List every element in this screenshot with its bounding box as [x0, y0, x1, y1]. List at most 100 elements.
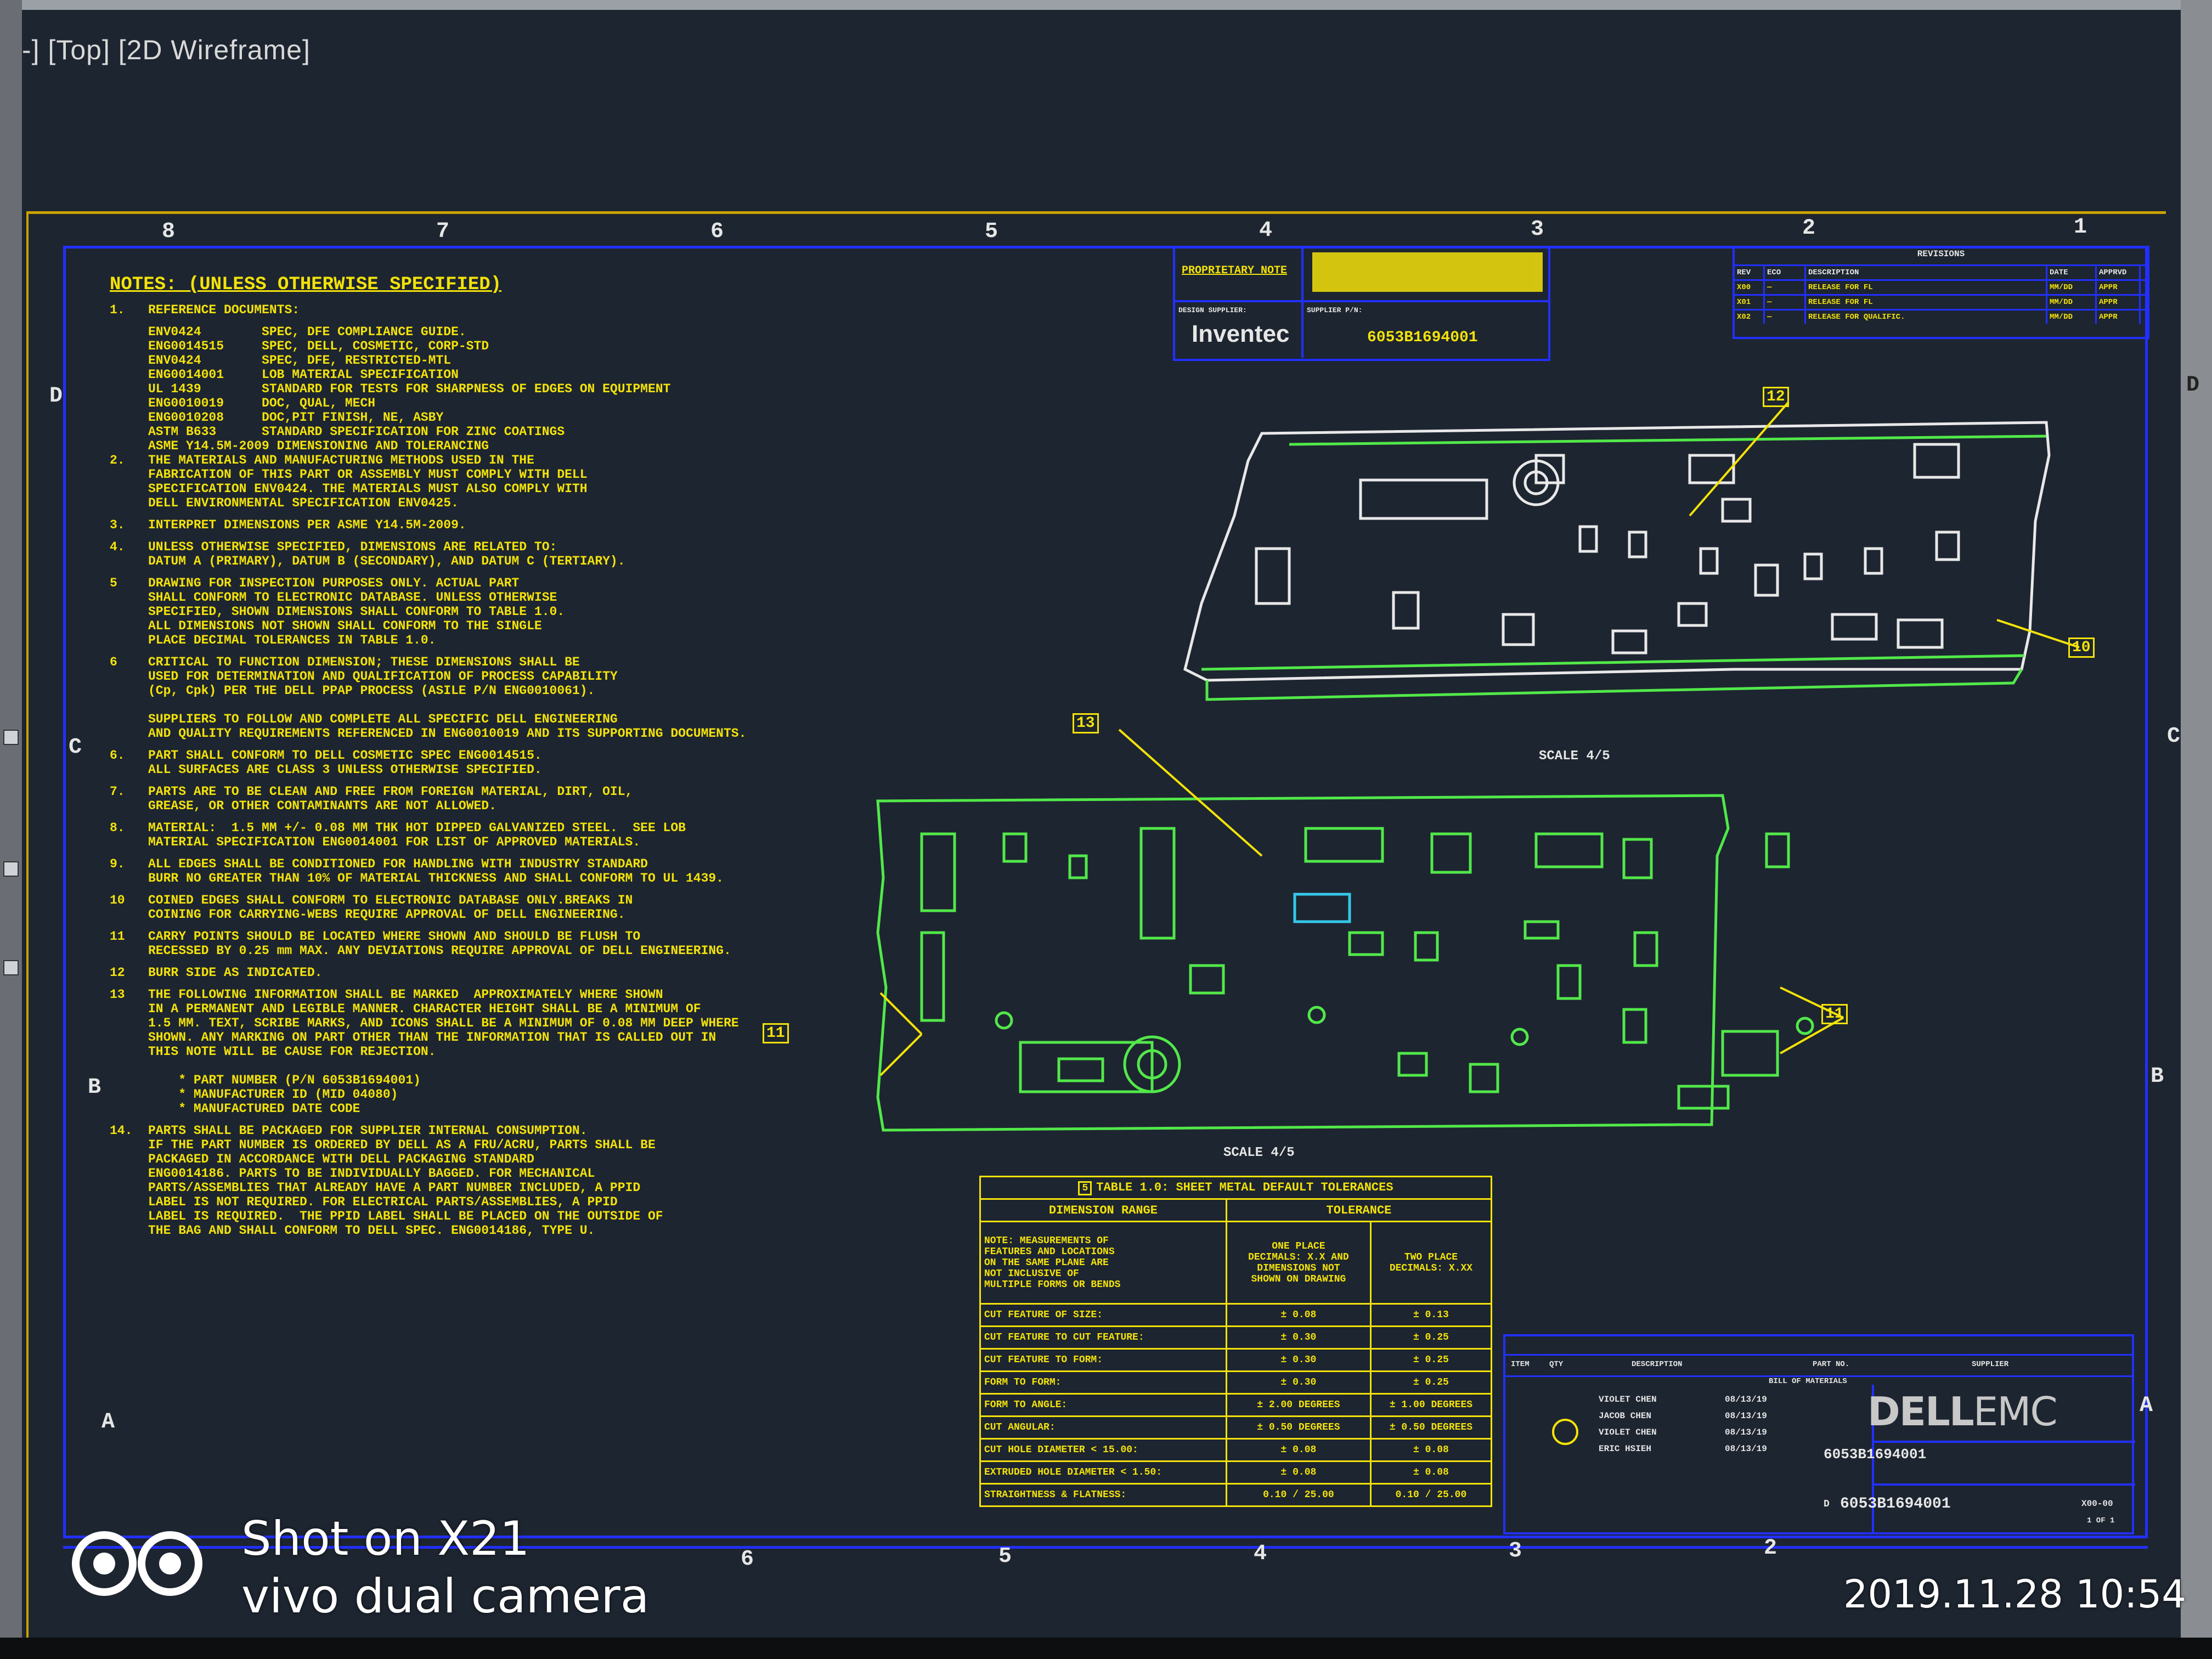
part-views	[876, 401, 2080, 1132]
table-note: NOTE: MEASUREMENTS OF FEATURES AND LOCAT…	[979, 1221, 1227, 1305]
leader-lines	[879, 401, 2080, 1076]
revisions-cell: RELEASE FOR QUALIFIC.	[1806, 311, 2047, 324]
note-item: ENG0010019 DOC, QUAL, MECH	[110, 396, 757, 410]
tolerance-cell: ± 0.08	[1369, 1460, 1493, 1485]
one-place-header: ONE PLACE DECIMALS: X.X AND DIMENSIONS N…	[1225, 1221, 1372, 1305]
revisions-cell: X00	[1735, 281, 1765, 294]
revisions-header-cell: REV	[1735, 266, 1765, 279]
tolerance-row: FORM TO FORM:± 0.30± 0.25	[979, 1370, 1493, 1395]
zone-number: 3	[1531, 217, 1544, 242]
note-item: 7.PARTS ARE TO BE CLEAN AND FREE FROM FO…	[110, 785, 757, 813]
note-text: THE FOLLOWING INFORMATION SHALL BE MARKE…	[148, 988, 739, 1116]
top-part-view	[876, 794, 1814, 1132]
iso-view-scale: SCALE 4/5	[1539, 749, 1610, 764]
panel-tool-icon[interactable]	[3, 960, 19, 975]
tb-divider	[1872, 1483, 2135, 1486]
zone-number: 8	[162, 219, 176, 244]
note-text: BURR SIDE AS INDICATED.	[148, 966, 323, 980]
header-divider	[1301, 248, 1304, 358]
supplier-name: Inventec	[1192, 320, 1290, 347]
tolerance-cell: ± 0.25	[1369, 1370, 1493, 1395]
approval-date: 08/13/19	[1725, 1395, 1767, 1404]
note-text: UNLESS OTHERWISE SPECIFIED, DIMENSIONS A…	[148, 540, 625, 568]
revisions-cell: APPR	[2097, 296, 2141, 309]
revisions-cell: —	[1765, 311, 1806, 324]
note-number: 13	[110, 988, 125, 1002]
tolerance-cell: ± 0.30	[1225, 1348, 1372, 1372]
tolerance-cell: ± 0.08	[1225, 1460, 1372, 1485]
top-toolbar-strip	[0, 0, 2212, 10]
bom-header-cell: PART NO.	[1813, 1360, 1850, 1369]
zone-letter: A	[2140, 1393, 2153, 1418]
note-number: 10	[110, 893, 125, 907]
tolerance-cell: ± 0.30	[1225, 1370, 1372, 1395]
tolerance-cell: ± 0.25	[1369, 1325, 1493, 1350]
note-text: ENG0014515 SPEC, DELL, COSMETIC, CORP-ST…	[148, 339, 489, 353]
zone-number: 4	[1259, 218, 1273, 243]
zone-number: 7	[436, 219, 450, 244]
note-item: 13 THE FOLLOWING INFORMATION SHALL BE MAR…	[110, 988, 757, 1116]
note-text: MATERIAL: 1.5 MM +/- 0.08 MM THK HOT DIP…	[148, 821, 686, 849]
note-item: 9.ALL EDGES SHALL BE CONDITIONED FOR HAN…	[110, 857, 757, 885]
tolerance-cell: CUT ANGULAR:	[979, 1415, 1227, 1440]
viewport-label[interactable]: -] [Top] [2D Wireframe]	[22, 35, 311, 65]
drawing-size: D	[1824, 1499, 1830, 1510]
right-scroll-panel[interactable]	[2181, 0, 2212, 1659]
bottom-bezel	[0, 1638, 2212, 1659]
note-text: DRAWING FOR INSPECTION PURPOSES ONLY. AC…	[148, 576, 565, 647]
header-divider	[1175, 300, 1548, 302]
revisions-cell: —	[1765, 281, 1806, 294]
tolerance-cell: 0.10 / 25.00	[1225, 1483, 1372, 1507]
tolerance-cell: ± 0.50 DEGREES	[1369, 1415, 1493, 1440]
note-number	[110, 353, 148, 368]
note-text: CARRY POINTS SHOULD BE LOCATED WHERE SHO…	[148, 929, 731, 958]
tolerance-cell: EXTRUDED HOLE DIAMETER < 1.50:	[979, 1460, 1227, 1485]
tolerance-cell: CUT HOLE DIAMETER < 15.00:	[979, 1438, 1227, 1462]
zone-number: 6	[741, 1547, 754, 1572]
revisions-header-cell: DESCRIPTION	[1806, 266, 2047, 279]
note-number	[110, 382, 148, 396]
revisions-cell: —	[1765, 296, 1806, 309]
tolerance-row: EXTRUDED HOLE DIAMETER < 1.50:± 0.08± 0.…	[979, 1460, 1493, 1485]
note-text: PART SHALL CONFORM TO DELL COSMETIC SPEC…	[148, 748, 542, 777]
bottom-ruler	[63, 1546, 2148, 1549]
note-number	[110, 439, 148, 453]
note-text: INTERPRET DIMENSIONS PER ASME Y14.5M-200…	[148, 518, 466, 532]
zone-number: 2	[1802, 216, 1816, 241]
revisions-header-cell: DATE	[2047, 266, 2097, 279]
isometric-part-view	[1183, 421, 2051, 701]
note-text: REFERENCE DOCUMENTS:	[148, 303, 300, 317]
col-range: DIMENSION RANGE	[979, 1198, 1227, 1222]
sheet-top-edge	[26, 211, 2166, 214]
note-item: 14.PARTS SHALL BE PACKAGED FOR SUPPLIER …	[110, 1124, 757, 1238]
bom-header-cell: DESCRIPTION	[1632, 1360, 1683, 1369]
zone-number: 5	[998, 1544, 1012, 1569]
note-item: 3.INTERPRET DIMENSIONS PER ASME Y14.5M-2…	[110, 518, 757, 532]
supplier-label: DESIGN SUPPLIER:	[1178, 306, 1247, 314]
notes-list: 1.REFERENCE DOCUMENTS:ENV0424 SPEC, DFE …	[110, 303, 757, 1238]
general-notes: NOTES: (UNLESS OTHERWISE SPECIFIED) 1.RE…	[110, 274, 757, 1245]
tolerance-cell: ± 0.30	[1225, 1325, 1372, 1350]
tolerance-row: CUT FEATURE TO CUT FEATURE:± 0.30± 0.25	[979, 1325, 1493, 1350]
title-part-number: 6053B1694001	[1824, 1446, 1927, 1463]
logo-emc: EMC	[1973, 1389, 2058, 1435]
panel-tool-icon[interactable]	[3, 730, 19, 745]
zone-number: 4	[1254, 1542, 1267, 1566]
approval-date: 08/13/19	[1725, 1427, 1767, 1437]
drawing-border	[63, 246, 2148, 1538]
note-text: ENG0010019 DOC, QUAL, MECH	[148, 396, 376, 410]
panel-tool-icon[interactable]	[3, 861, 19, 877]
proprietary-text: THIS DRAWING AND THE DESIGN INFORMATION …	[1312, 252, 1543, 292]
tolerance-row: FORM TO ANGLE:± 2.00 DEGREES± 1.00 DEGRE…	[979, 1393, 1493, 1417]
